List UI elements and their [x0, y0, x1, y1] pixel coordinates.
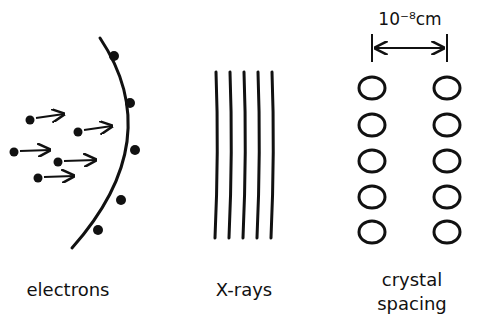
dimension-line — [372, 34, 447, 62]
part-label: electrons — [3, 278, 133, 302]
dimension-label: 10⁻⁸cm — [355, 8, 465, 31]
x-ray-wavefronts — [215, 72, 273, 238]
electron-wavefront — [72, 38, 128, 248]
part-label: crystal spacing — [367, 268, 457, 317]
part-label: X-rays — [184, 278, 304, 302]
crystal-atoms — [359, 77, 460, 243]
electron-arrows — [20, 114, 112, 177]
electron-dots — [10, 51, 141, 235]
